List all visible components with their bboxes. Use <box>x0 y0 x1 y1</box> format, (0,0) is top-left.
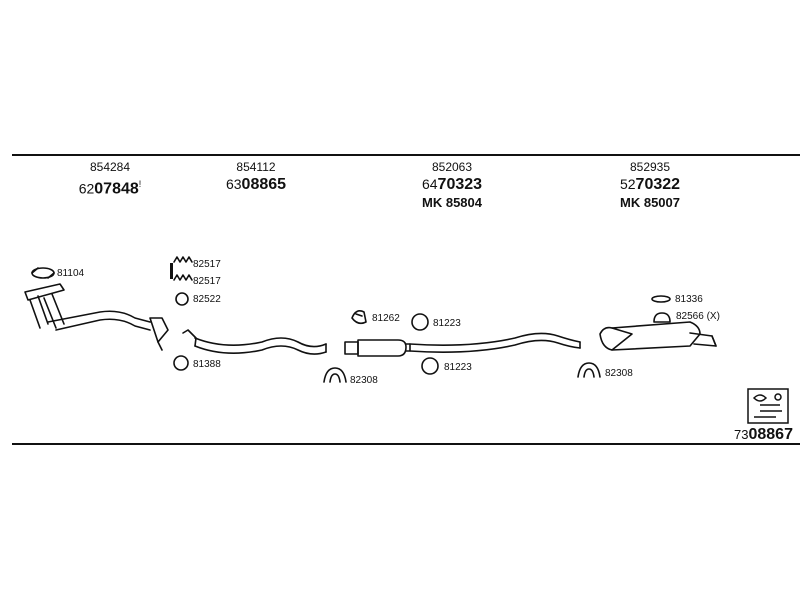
part-label: 81104 <box>57 268 85 279</box>
part-label: 81262 <box>372 313 400 324</box>
bottom-rule <box>12 443 800 445</box>
clamp-icon <box>577 362 601 378</box>
header-ref: 854284 <box>89 160 131 174</box>
header-group-4: 852935 5270322 MK 85007 <box>620 160 680 211</box>
header-prefix: 52 <box>619 176 636 192</box>
catalog-stamp-icon <box>747 388 789 424</box>
part-label: 81336 <box>675 294 703 305</box>
header-number: 70323 <box>437 176 483 193</box>
header-ref: 854112 <box>236 160 276 174</box>
hanger-icon <box>351 310 367 325</box>
header-ref: 852935 <box>629 160 671 174</box>
clamp-icon <box>323 367 347 383</box>
header-number: 07848 <box>94 180 139 198</box>
ring-icon <box>175 292 189 306</box>
diagram-number: 7308867 <box>734 426 793 444</box>
clamp-icon <box>653 312 671 323</box>
part-label: 81388 <box>193 359 221 370</box>
part-label: 82308 <box>605 368 633 379</box>
part-label: 82308 <box>350 375 378 386</box>
ring-icon <box>411 313 429 331</box>
center-silencer-icon <box>344 332 581 357</box>
spring-icon <box>173 256 193 281</box>
header-prefix: 63 <box>225 176 242 192</box>
header-group-2: 854112 6308865 <box>226 160 286 195</box>
diagram-number-main: 08867 <box>748 426 793 443</box>
top-rule <box>12 154 800 156</box>
header-group-3: 852063 6470323 MK 85804 <box>422 160 482 211</box>
diagram-number-prefix: 73 <box>734 427 749 442</box>
header-prefix: 62 <box>78 180 95 197</box>
header-number: 70322 <box>635 176 681 193</box>
header-ref: 852063 <box>431 160 473 174</box>
header-group-1: 854284 6207848! <box>79 160 142 199</box>
part-label: 82517 <box>193 259 221 270</box>
header-mk: MK 85804 <box>422 195 482 210</box>
part-label: 81223 <box>433 318 461 329</box>
header-mk: MK 85007 <box>620 195 680 210</box>
ring-icon <box>173 355 189 371</box>
front-pipe-icon <box>24 283 169 351</box>
header-number: 08865 <box>241 176 287 193</box>
middle-pipe-icon <box>182 329 327 355</box>
part-label: 82522 <box>193 294 221 305</box>
hanger-block-icon <box>170 263 173 279</box>
gasket-icon <box>651 295 671 303</box>
rear-silencer-icon <box>599 321 717 351</box>
part-label: 82517 <box>193 276 221 287</box>
part-label: 82566 (X) <box>676 311 720 322</box>
part-label: 81223 <box>444 362 472 373</box>
header-prefix: 64 <box>421 176 438 192</box>
ring-icon <box>421 357 439 375</box>
header-mark: ! <box>138 179 142 189</box>
gasket-icon <box>31 267 55 279</box>
